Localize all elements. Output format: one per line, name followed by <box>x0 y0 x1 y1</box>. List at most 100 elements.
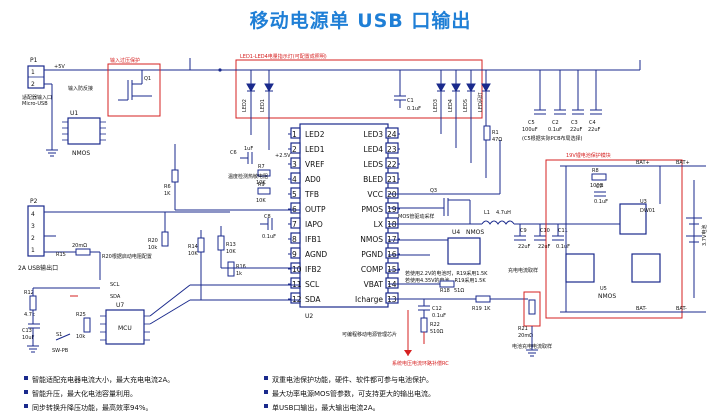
res-r1: R1 47Ω <box>483 125 502 143</box>
svg-text:4: 4 <box>31 211 35 218</box>
c7-val: 0.1uF <box>594 199 608 205</box>
u2-pin-num-right: 21 <box>387 175 397 184</box>
res-r12: R12 4.7k <box>24 290 37 318</box>
r22-label: R22 <box>430 322 440 328</box>
input-protect-label: 输入过压保护 <box>110 57 140 64</box>
r13-val: 10K <box>226 249 236 255</box>
battery-box <box>545 159 683 319</box>
c8-label: C8 <box>264 214 271 220</box>
scl-wire-label: SCL <box>110 282 120 288</box>
mosfet-q1: Q1 <box>118 76 151 101</box>
q1-label: Q1 <box>144 76 151 82</box>
r22-val: 510Ω <box>430 329 444 335</box>
r16-label: R16 <box>236 264 246 270</box>
u2-pin-num-left: 5 <box>292 190 297 199</box>
l1-val: 4.7uH <box>496 210 511 216</box>
c2-label: C2 <box>552 120 559 126</box>
usb-out-label: 2A USB输出口 <box>18 264 58 272</box>
u2-pin-left: SCL <box>305 280 320 289</box>
chip-u2: U2 可编程移动电源管理芯片 <box>299 123 397 338</box>
svg-text:2: 2 <box>31 81 35 88</box>
res-r9: R9 10K <box>256 182 271 204</box>
bullet-left-1: 智能适配充电器电流大小，最大充电电流2A。 <box>32 375 174 384</box>
res-r20: R20 10k R20根据启动电阻配置 <box>102 231 169 260</box>
leds-label: LEDS <box>463 99 469 112</box>
res-r19: R19 1K <box>472 295 491 312</box>
u2-pin-left: LED2 <box>305 130 325 139</box>
c4-label: C4 <box>589 120 596 126</box>
r18-label: R18 <box>440 288 450 294</box>
r12-label: R12 <box>24 290 34 296</box>
leds-right: LED3 LED4 LEDS LED闪灯 <box>433 70 491 112</box>
led2-label: LED2 <box>242 99 248 112</box>
q3-label: Q3 <box>430 188 437 194</box>
u2-pin-num-left: 4 <box>292 175 297 184</box>
res-r6: R6 1K <box>164 169 179 197</box>
p1-desc2: Micro-USB <box>22 101 48 107</box>
u2-pin-left: VREF <box>305 160 324 169</box>
u5-label: U5 <box>600 286 607 292</box>
u2-label: U2 <box>305 313 313 320</box>
c12-label: C12 <box>432 306 442 312</box>
res-r8: R8 100Ω <box>590 168 607 189</box>
battery-box-title: 19V锂电池保护模块 <box>566 152 611 159</box>
u2-pin-left: AGND <box>305 250 327 259</box>
mos-note: MOS管驱动采样 <box>398 213 434 220</box>
u4-nmos: NMOS <box>466 229 484 236</box>
u2-pin-right: VCC <box>367 190 383 199</box>
led-box <box>235 59 483 119</box>
u2-pin-right: LEDS <box>364 160 384 169</box>
mcu-label: MCU <box>118 325 132 332</box>
chip-u3: U3 DW01 <box>619 199 655 235</box>
r21-label: R21 <box>518 326 528 332</box>
u1-nmos: NMOS <box>72 150 90 157</box>
c5-val: 100uF <box>522 127 538 133</box>
u2-pin-left: IFB1 <box>305 235 322 244</box>
comp-note1: 若使用2.2V的电池时，R19采用1.5K <box>405 270 488 277</box>
battery-cell: 3.7V电池 <box>686 180 708 298</box>
c5-label: C5 <box>528 120 535 126</box>
switch-s1: S1 SW-PB <box>52 332 71 354</box>
u2-pin-num-right: 22 <box>387 160 397 169</box>
u2-pin-right: Icharge <box>355 295 383 304</box>
u2-pin-left: AD0 <box>305 175 321 184</box>
u2-pin-right: LED3 <box>364 130 384 139</box>
svg-text:3: 3 <box>31 223 35 230</box>
r25-val: 10k <box>76 334 85 340</box>
r19-label: R19 <box>472 306 482 312</box>
r1-label: R1 <box>492 130 499 136</box>
u2-pin-left: LED1 <box>305 145 325 154</box>
res-r18: R18 51Ω <box>439 280 464 294</box>
led1-label: LED1 <box>260 99 266 112</box>
svg-text:1: 1 <box>31 247 35 254</box>
c10-label: C10 <box>540 228 550 234</box>
cap-c6: C6 1uF <box>230 146 253 164</box>
mosfet-q3: Q3 <box>430 188 449 216</box>
c9-label: C9 <box>520 228 527 234</box>
c13-label: C13 <box>22 328 32 334</box>
u2-pin-right: PMOS <box>361 205 383 214</box>
u2-pin-right: BLED <box>363 175 383 184</box>
r20-label: R20 <box>148 238 158 244</box>
bullet-left-3: 同步转换升降压功能，最高效率94%。 <box>32 403 153 412</box>
sw-pb-label: SW-PB <box>52 348 69 354</box>
charge-note: 充电电流取样 <box>508 267 538 274</box>
u7-label: U7 <box>116 302 124 309</box>
r7-val: 10K <box>256 180 266 186</box>
u2-pin-right: COMP <box>361 265 384 274</box>
bullet-notes-left: 智能适配充电器电流大小，最大充电电流2A。 智能升压，最大化电池容量利用。 同步… <box>24 375 174 412</box>
chip-u5: U5 NMOS <box>565 253 661 300</box>
u2-pin-left: IFB2 <box>305 265 322 274</box>
c9-val: 22uF <box>518 244 531 250</box>
r15-val: 20mΩ <box>72 243 87 249</box>
r25-label: R25 <box>76 312 86 318</box>
connector-p1: 1 2 P1 适配器输入口 Micro-USB <box>22 57 52 107</box>
battery-label: 3.7V电池 <box>701 225 708 246</box>
res-r14: R14 10K <box>188 237 205 257</box>
u2-pin-right: LX <box>374 220 383 229</box>
r16-val: 1k <box>236 271 242 277</box>
r8-val: 100Ω <box>590 183 604 189</box>
u3-label: U3 <box>640 199 647 205</box>
c8-val: 0.1uF <box>262 234 276 240</box>
u2-pin-num-left: 2 <box>292 145 297 154</box>
